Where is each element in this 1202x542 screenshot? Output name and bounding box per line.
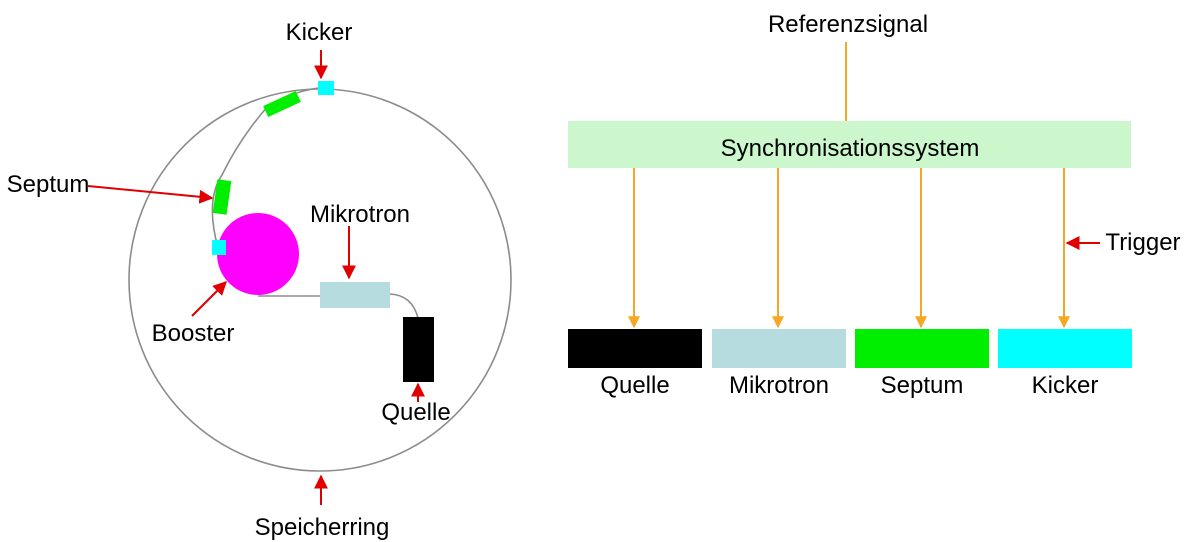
quelle-label: Quelle xyxy=(381,399,450,426)
device-box-mikrotron xyxy=(712,329,846,368)
septum-magnet-lower xyxy=(212,179,232,215)
reference-signal-label: Referenzsignal xyxy=(768,11,928,38)
trigger-label: Trigger xyxy=(1105,229,1180,256)
booster-ring xyxy=(217,213,299,295)
accelerator-layout: Kicker Septum Mikrotron Booster Quelle S… xyxy=(7,19,512,541)
device-box-kicker xyxy=(998,329,1132,368)
device-label-mikrotron: Mikrotron xyxy=(729,372,829,399)
synchronisation-block-diagram: Referenzsignal Synchronisationssystem Tr… xyxy=(568,11,1181,399)
septum-pointer-arrow xyxy=(87,185,214,204)
booster-label: Booster xyxy=(152,320,235,347)
speicherring-label: Speicherring xyxy=(255,514,390,541)
mikrotron-block xyxy=(320,282,390,308)
booster-pointer-arrow xyxy=(191,281,227,317)
device-box-septum xyxy=(855,329,989,368)
septum-label: Septum xyxy=(7,171,90,198)
device-label-septum: Septum xyxy=(881,372,964,399)
device-label-quelle: Quelle xyxy=(600,372,669,399)
kicker-label: Kicker xyxy=(286,19,353,46)
mikrotron-label: Mikrotron xyxy=(310,201,410,228)
sync-system-label: Synchronisationssystem xyxy=(721,135,980,162)
storage-ring xyxy=(128,88,512,472)
device-box-quelle xyxy=(568,329,702,368)
kicker-magnet xyxy=(318,81,334,95)
sync-system-box xyxy=(568,121,1131,168)
injection-line xyxy=(258,293,419,319)
booster-kicker-magnet xyxy=(212,240,226,255)
device-label-kicker: Kicker xyxy=(1032,372,1099,399)
septum-magnet-upper xyxy=(263,90,301,118)
source-block xyxy=(403,317,434,382)
